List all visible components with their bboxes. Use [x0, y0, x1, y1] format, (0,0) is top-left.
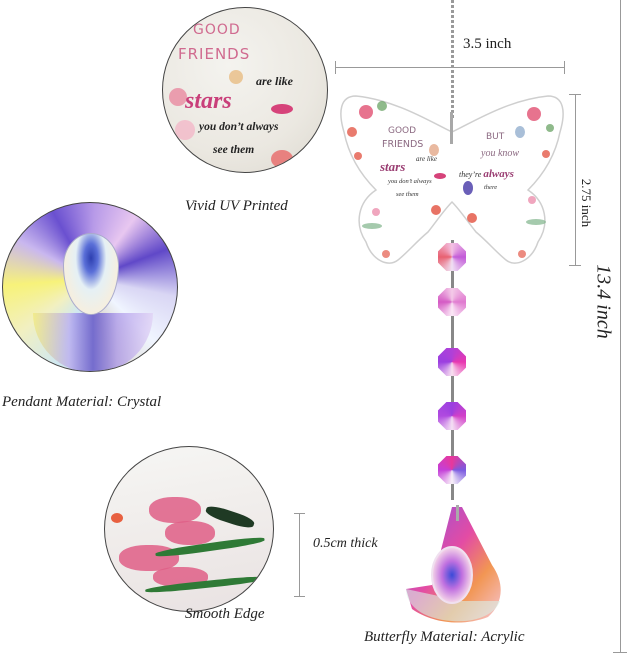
print-text-dont-always: you don’t always — [199, 121, 279, 133]
print-text-good: GOOD — [193, 22, 241, 38]
uv-print-closeup: GOOD FRIENDS are like stars you don’t al… — [162, 7, 328, 173]
octagon-bead-5 — [438, 456, 466, 484]
butterfly-text-good: GOOD — [388, 126, 417, 136]
octagon-bead-3 — [438, 348, 466, 376]
butterfly-text-are-like: are like — [416, 155, 437, 163]
wing-height-label: 2.75 inch — [579, 178, 594, 228]
print-text-stars: stars — [185, 88, 232, 114]
butterfly-icon — [229, 70, 243, 84]
width-tick-left — [335, 61, 336, 74]
wing-height-tick-bottom — [569, 265, 581, 266]
flower-decoration — [111, 513, 123, 523]
wing-height-tick-top — [569, 94, 581, 95]
butterfly-text-always: always — [483, 168, 514, 180]
hanging-chain — [451, 0, 454, 118]
pendant-shape — [406, 505, 501, 623]
crystal-drop — [63, 233, 119, 315]
butterfly-icon — [271, 104, 293, 114]
print-text-friends: FRIENDS — [178, 45, 251, 63]
octagon-bead-2 — [438, 288, 466, 316]
label-smooth-edge: Smooth Edge — [185, 606, 265, 622]
fan-crystal-pendant — [402, 505, 506, 623]
octagon-bead-4 — [438, 402, 466, 430]
smooth-edge-closeup — [104, 446, 274, 612]
flower-decoration — [271, 150, 293, 168]
octagon-bead-1 — [438, 243, 466, 271]
flower-decoration — [165, 521, 215, 545]
flower-decoration — [175, 120, 195, 140]
thickness-tick-top — [294, 513, 305, 514]
butterfly-text-stars: stars — [380, 159, 406, 174]
width-tick-right — [564, 61, 565, 74]
butterfly-text-but: BUT — [486, 132, 505, 142]
flower-decoration — [149, 497, 201, 523]
butterfly-text-you-know: you know — [481, 148, 520, 159]
butterfly-text-dont-always: you don’t always — [388, 178, 432, 185]
acrylic-butterfly: GOOD FRIENDS stars are like you don’t al… — [336, 92, 568, 270]
label-pendant-material: Pendant Material: Crystal — [2, 394, 162, 410]
label-uv-printed: Vivid UV Printed — [185, 198, 288, 214]
butterfly-text-theyre: they’re — [459, 170, 484, 179]
print-text-see-them: see them — [213, 144, 255, 156]
butterfly-text-see-them: see them — [396, 191, 419, 198]
butterfly-text-theyre-always: they’re always — [459, 168, 514, 180]
wing-height-dimension-line — [575, 94, 576, 266]
width-label: 3.5 inch — [463, 36, 512, 52]
butterfly-text-friends: FRIENDS — [382, 139, 424, 150]
total-length-dimension-line — [620, 0, 621, 652]
width-dimension-line — [335, 67, 565, 68]
thickness-label: 0.5cm thick — [313, 536, 378, 551]
butterfly-text-there: there — [484, 184, 498, 191]
total-length-tick-bottom — [613, 652, 627, 653]
butterfly-shape — [340, 95, 564, 264]
crystal-fan — [33, 313, 153, 371]
label-butterfly-material: Butterfly Material: Acrylic — [364, 629, 525, 645]
thickness-dimension-line — [299, 513, 300, 597]
crystal-pendant-closeup — [2, 202, 178, 372]
thickness-tick-bottom — [294, 596, 305, 597]
flower-decoration — [169, 88, 187, 106]
print-text-are-like: are like — [256, 74, 293, 88]
total-length-label: 13.4 inch — [592, 264, 615, 339]
